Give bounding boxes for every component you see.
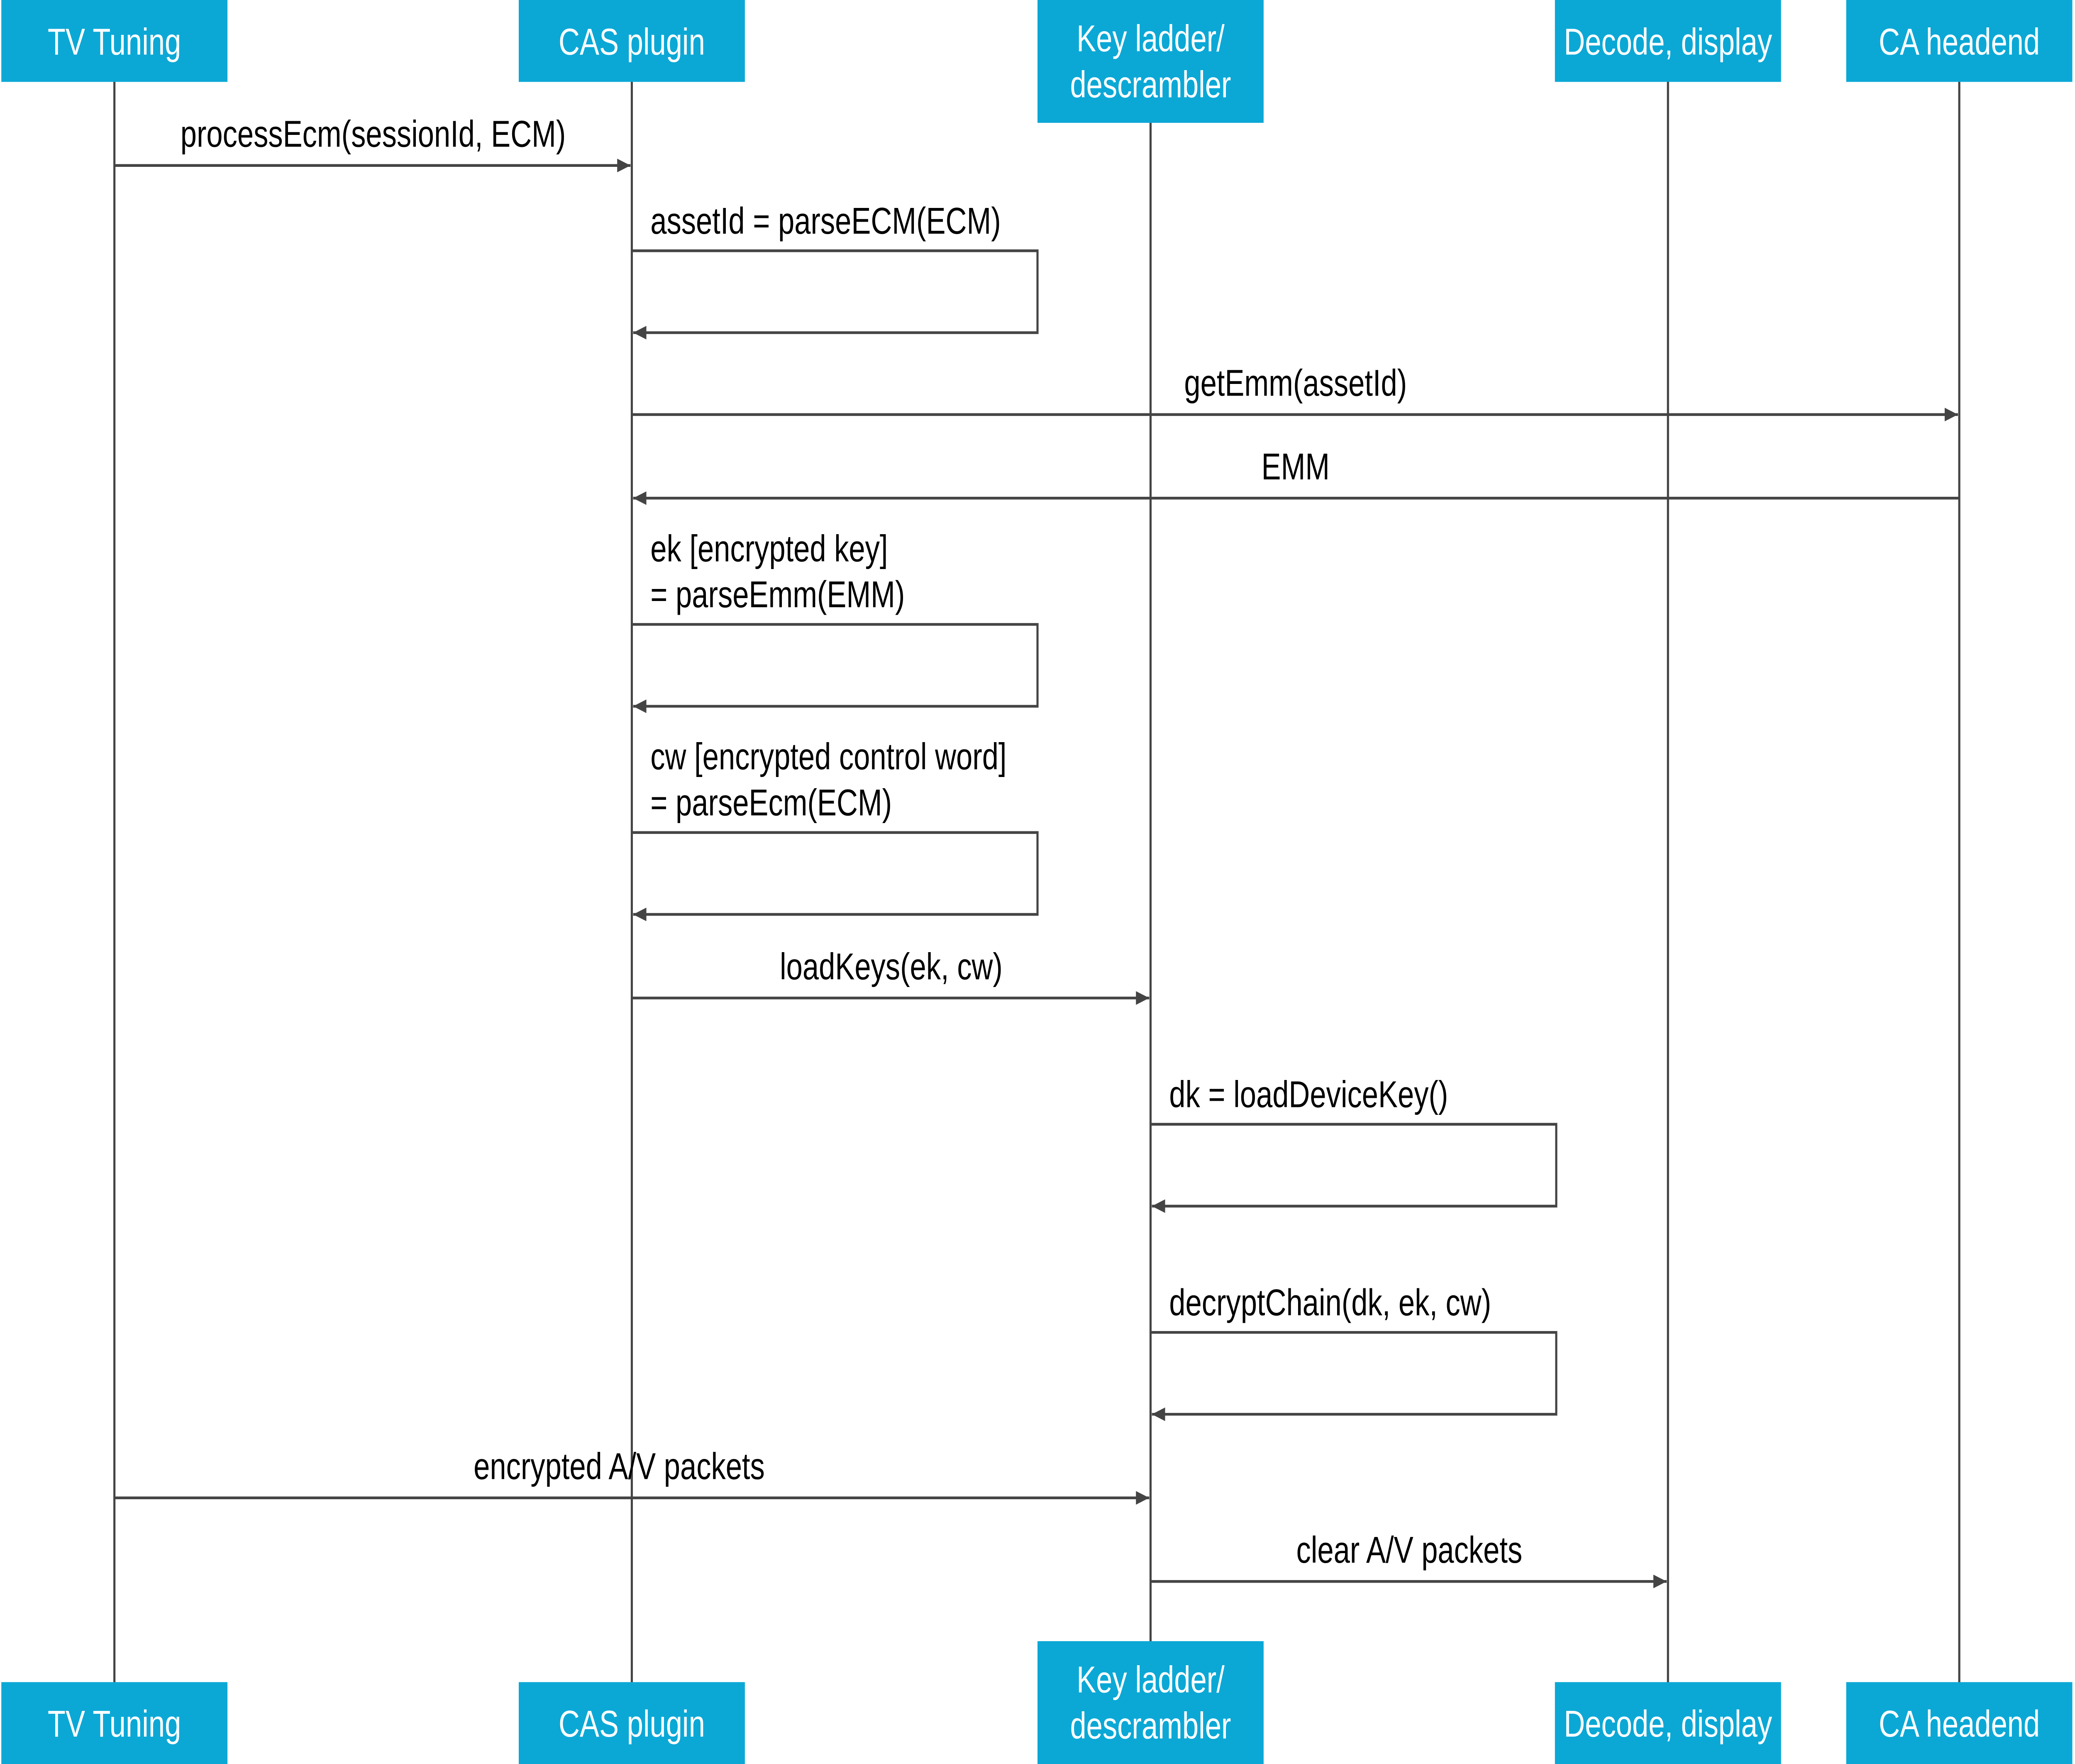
participant-kl-bottom: Key ladder/descrambler: [1038, 1641, 1264, 1764]
participant-ca-bottom: CA headend: [1846, 1682, 2073, 1764]
participant-dec-top: Decode, display: [1555, 0, 1781, 82]
message-3: getEmm(assetId): [632, 362, 1958, 422]
participant-ca-top: CA headend: [1846, 0, 2073, 82]
participant-label: TV Tuning: [48, 1703, 181, 1745]
participant-box: [1, 0, 228, 82]
message-label: ek [encrypted key]: [650, 528, 888, 569]
self-call-arrow: [1150, 1123, 1557, 1213]
participant-label: descrambler: [1070, 1705, 1231, 1747]
message-label: = parseEmm(EMM): [650, 574, 905, 616]
message-5: ek [encrypted key] = parseEmm(EMM): [632, 528, 1039, 713]
message-label: getEmm(assetId): [1184, 362, 1407, 404]
message-label: = parseEcm(ECM): [650, 782, 892, 823]
messages: processEcm(sessionId, ECM) assetId = pars…: [114, 113, 1960, 1588]
participant-label: Key ladder/: [1077, 1659, 1225, 1700]
message-label: dk = loadDeviceKey(): [1169, 1074, 1448, 1115]
self-call-arrow: [1150, 1331, 1557, 1421]
participant-dec-bottom: Decode, display: [1555, 1682, 1781, 1764]
message-label: EMM: [1262, 446, 1330, 488]
message-7: loadKeys(ek, cw): [632, 946, 1150, 1005]
message-label: decryptChain(dk, ek, cw): [1169, 1282, 1491, 1324]
self-call-arrow: [632, 831, 1039, 921]
message-2: assetId = parseECM(ECM): [632, 200, 1039, 340]
lifelines: [113, 68, 1960, 1689]
participant-label: Decode, display: [1564, 1703, 1772, 1745]
message-label: processEcm(sessionId, ECM): [181, 113, 566, 155]
participant-cas-bottom: CAS plugin: [519, 1682, 745, 1764]
participant-box: [1038, 0, 1264, 123]
message-label: assetId = parseECM(ECM): [650, 200, 1001, 242]
message-10: encrypted A/V packets: [114, 1446, 1150, 1505]
participant-kl-top: Key ladder/descrambler: [1038, 0, 1264, 123]
participant-tv-top: TV Tuning: [1, 0, 228, 82]
message-label: loadKeys(ek, cw): [780, 946, 1003, 987]
participant-box: [1, 1682, 228, 1764]
participant-label: Decode, display: [1564, 21, 1772, 63]
self-call-arrow: [632, 623, 1039, 713]
message-6: cw [encrypted control word] = parseEcm(EC…: [632, 736, 1039, 921]
message-11: clear A/V packets: [1150, 1529, 1667, 1588]
participant-box: [1846, 0, 2073, 82]
participant-box: [519, 0, 745, 82]
participant-box: [1555, 1682, 1781, 1764]
participant-label: CA headend: [1879, 21, 2040, 63]
participant-label: Key ladder/: [1077, 18, 1225, 59]
self-call-arrow: [632, 249, 1039, 340]
participant-label: descrambler: [1070, 64, 1231, 105]
participant-label: TV Tuning: [48, 21, 181, 63]
message-4: EMM: [633, 446, 1960, 505]
participant-label: CA headend: [1879, 1703, 2040, 1745]
participant-box: [1038, 1641, 1264, 1764]
participant-label: CAS plugin: [559, 1703, 705, 1745]
message-label: cw [encrypted control word]: [650, 736, 1006, 777]
message-8: dk = loadDeviceKey(): [1150, 1074, 1557, 1213]
participant-tv-bottom: TV Tuning: [1, 1682, 228, 1764]
message-label: encrypted A/V packets: [474, 1446, 765, 1487]
participant-box: [1846, 1682, 2073, 1764]
message-label: clear A/V packets: [1296, 1529, 1522, 1571]
participant-label: CAS plugin: [559, 21, 705, 63]
message-1: processEcm(sessionId, ECM): [114, 113, 631, 173]
participant-cas-top: CAS plugin: [519, 0, 745, 82]
message-9: decryptChain(dk, ek, cw): [1150, 1282, 1557, 1421]
participant-box: [519, 1682, 745, 1764]
participant-box: [1555, 0, 1781, 82]
